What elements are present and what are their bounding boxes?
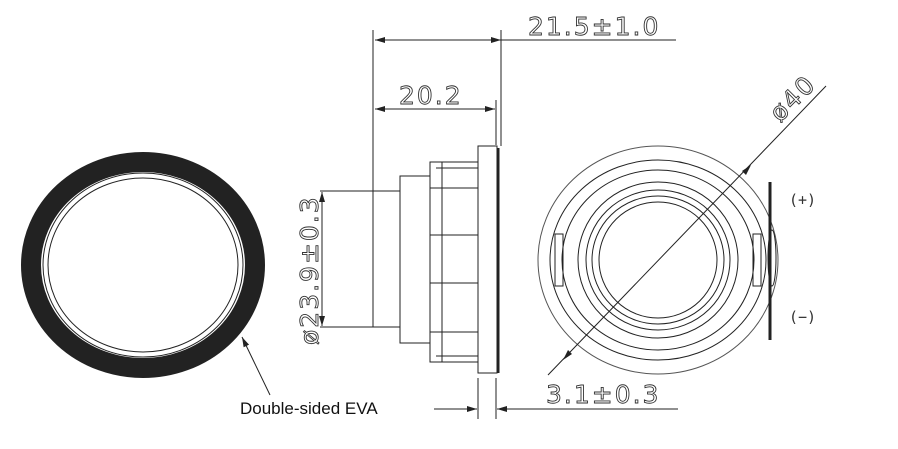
dim-outer-diameter: ø40 [764,69,822,127]
eva-label: Double-sided EVA [240,399,378,418]
negative-terminal-label: (−) [789,308,816,326]
front-view: ø40 (+) (−) [537,69,827,376]
positive-terminal-label: (+) [789,191,816,209]
dim-flange-thickness: 3.1±0.3 [546,380,660,409]
eva-leader [241,336,271,396]
rear-view: Double-sided EVA [21,152,378,418]
dim-overall-depth: 21.5±1.0 [528,12,660,41]
eva-ring [21,152,265,378]
side-view: 21.5±1.0 20.2 ø23.9±0.3 3.1±0.3 [295,12,678,419]
dim-body-depth: 20.2 [399,81,463,110]
diameter-leader [547,85,827,376]
dim-hub-diameter: ø23.9±0.3 [295,195,324,345]
